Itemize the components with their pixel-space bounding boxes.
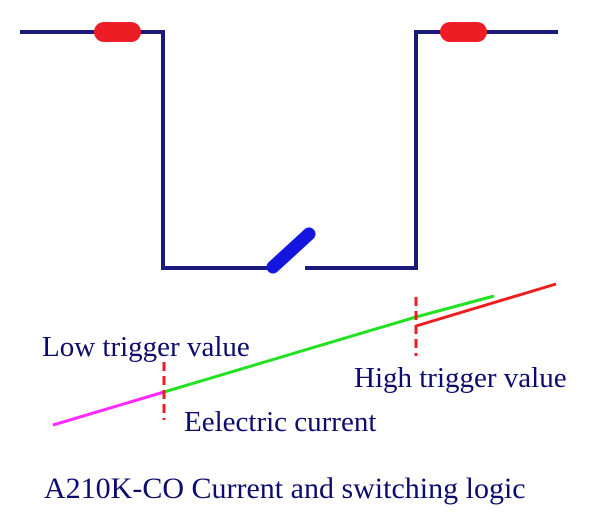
current-segment-high: [415, 282, 557, 328]
circuit-wiring: [20, 30, 558, 270]
diagram-caption: A210K-CO Current and switching logic: [44, 472, 526, 505]
current-line: [52, 282, 557, 427]
right-fuse-icon: [440, 22, 487, 42]
left-wire: [20, 30, 270, 270]
current-segment-low: [52, 390, 165, 427]
current-segment-high: [415, 294, 495, 319]
right-wire: [305, 30, 558, 270]
electric-current-label: Eelectric current: [184, 406, 377, 438]
high-trigger-label: High trigger value: [354, 362, 567, 394]
left-fuse-icon: [94, 22, 141, 42]
current-segment-mid: [163, 315, 417, 394]
open-switch-icon: [266, 227, 316, 274]
low-trigger-label: Low trigger value: [42, 331, 250, 363]
